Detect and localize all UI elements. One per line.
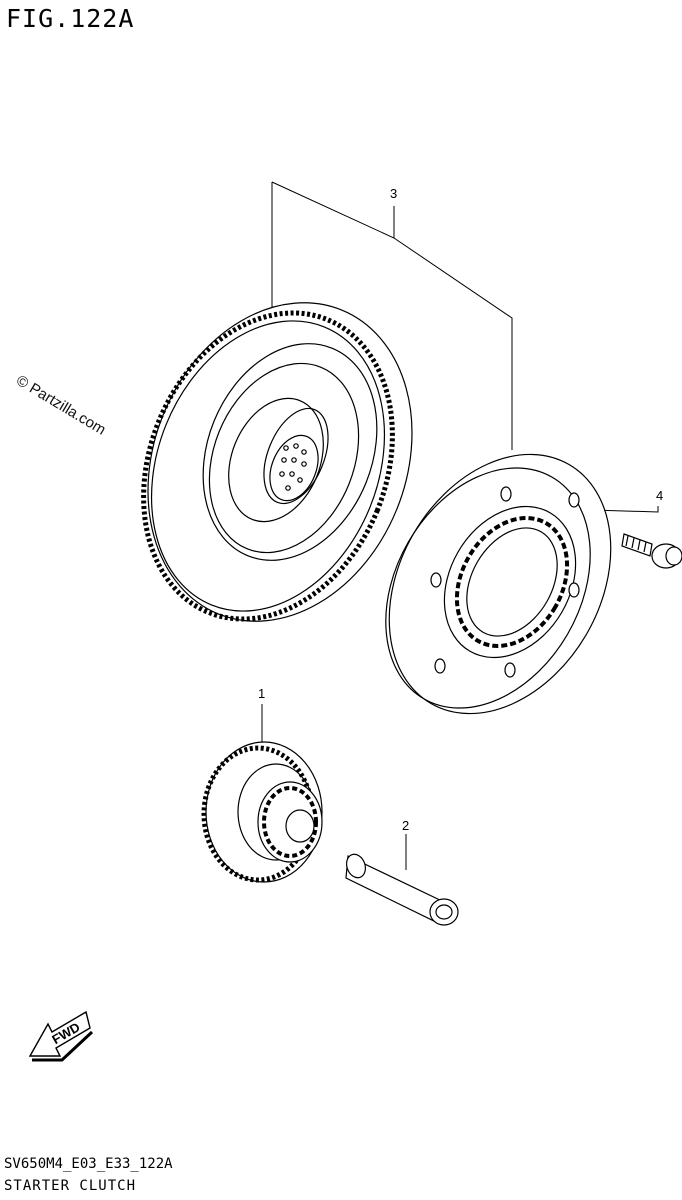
- starter-clutch-housing: [385, 453, 612, 715]
- housing-bolt-holes: [430, 486, 580, 678]
- section-name: STARTER CLUTCH: [4, 1178, 137, 1194]
- leader-3-right: [271, 181, 513, 450]
- callout-4: 4: [656, 488, 663, 503]
- figure-title: FIG.122A: [6, 4, 135, 33]
- leader-lines: [261, 181, 659, 870]
- idler-shaft-drawing: [345, 853, 459, 926]
- callout-2: 2: [402, 818, 409, 833]
- starter-gear-large: [141, 302, 413, 622]
- starter-driven-gear-drawing: [201, 741, 323, 883]
- model-code: SV650M4_E03_E33_122A: [4, 1156, 173, 1172]
- callout-1: 1: [258, 686, 265, 701]
- fwd-direction-arrow: FWD: [28, 1010, 94, 1062]
- leader-4: [591, 506, 659, 513]
- starter-clutch-bolt-drawing: [621, 533, 682, 569]
- callout-3: 3: [390, 186, 397, 201]
- bore-spline-holes: [279, 443, 307, 491]
